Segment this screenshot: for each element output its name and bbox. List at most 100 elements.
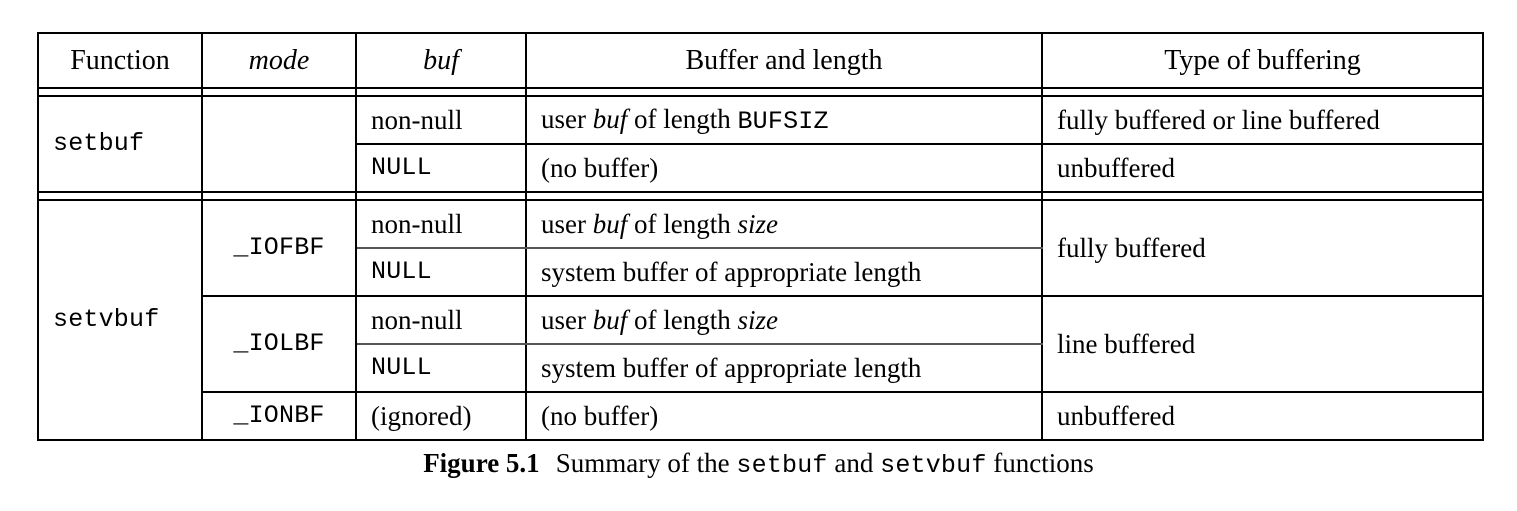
mode-value-iolbf: _IOLBF	[233, 329, 325, 358]
header-cell-function: Function	[37, 33, 203, 88]
function-name-setbuf: setbuf	[53, 129, 145, 158]
rule-segment	[1041, 87, 1484, 97]
cell-buf-non-null: non-null	[355, 296, 527, 345]
figure-caption-label: Figure 5.1	[423, 448, 540, 478]
cell-buffer-and-length: user buf of length size	[525, 296, 1043, 345]
buf-value-non-null: non-null	[371, 304, 463, 335]
rule-segment	[37, 191, 203, 201]
buffering-type-value: fully buffered or line buffered	[1057, 104, 1380, 135]
cell-buffer-and-length: user buf of length size	[525, 200, 1043, 249]
text-buf-italic: buf	[592, 208, 628, 239]
cell-type-of-buffering: unbuffered	[1041, 392, 1484, 440]
table-row: setbuf non-null user buf of length BUFSI…	[37, 96, 1484, 192]
buffer-description: (no buffer)	[541, 152, 659, 183]
table-row: _IONBF (ignored) (no buffer) unbuffered	[38, 392, 1484, 440]
buf-value-null: NULL	[371, 257, 432, 286]
table-row: setvbuf _IOFBF non-null user buf of leng…	[37, 200, 1484, 440]
section-double-rule	[37, 191, 1484, 201]
buffer-description: user buf of length size	[527, 305, 1041, 335]
caption-mono-setvbuf: setvbuf	[880, 451, 987, 480]
cell-buffer-and-length: (no buffer)	[525, 392, 1043, 440]
cell-buffer-and-length: user buf of length BUFSIZ	[525, 96, 1043, 145]
cell-function-setvbuf: setvbuf	[37, 200, 203, 440]
text-buf-italic: buf	[592, 304, 628, 335]
mode-value-ionbf: _IONBF	[233, 401, 325, 430]
cell-buf-ignored: (ignored)	[355, 392, 527, 440]
header-cell-buffer-and-length: Buffer and length	[525, 33, 1043, 88]
cell-buffer-and-length: system buffer of appropriate length	[525, 344, 1043, 393]
buffer-description: system buffer of appropriate length	[541, 352, 922, 383]
buffering-type-value: fully buffered	[1057, 232, 1206, 263]
text-buf-italic: buf	[592, 104, 628, 134]
buffering-type-value: line buffered	[1057, 328, 1196, 359]
cell-type-of-buffering: fully buffered	[1041, 200, 1484, 297]
cell-function-setbuf: setbuf	[37, 96, 203, 192]
header-label-buf: buf	[423, 44, 459, 76]
setbuf-setvbuf-summary-table: Function mode buf Buffer and length Type…	[37, 32, 1484, 441]
cell-buffer-and-length: system buffer of appropriate length	[525, 248, 1043, 297]
header-double-rule	[37, 87, 1484, 97]
text-of-length: of length	[634, 208, 731, 239]
cell-buf-null: NULL	[355, 144, 527, 192]
header-cell-mode: mode	[201, 33, 357, 88]
caption-mono-setbuf: setbuf	[736, 451, 828, 480]
rule-segment	[201, 191, 357, 201]
table-row: NULL system buffer of appropriate length	[38, 248, 1483, 297]
buf-value-null: NULL	[371, 353, 432, 382]
table-row: NULL (no buffer) unbuffered	[38, 144, 1484, 192]
text-of-length: of length	[634, 304, 731, 335]
text-user: user	[541, 304, 586, 335]
rule-segment	[37, 87, 203, 97]
cell-buf-null: NULL	[355, 248, 527, 297]
header-cell-buf: buf	[355, 33, 527, 88]
header-label-mode: mode	[248, 44, 310, 76]
buffer-description: (no buffer)	[541, 400, 659, 431]
function-name-setvbuf: setvbuf	[53, 305, 160, 334]
buffering-type-value: unbuffered	[1057, 152, 1175, 183]
text-size-italic: size	[737, 304, 778, 335]
text-size-italic: size	[737, 208, 778, 239]
rule-segment	[201, 87, 357, 97]
header-cell-type-of-buffering: Type of buffering	[1041, 33, 1484, 88]
header-label-function: Function	[70, 44, 170, 76]
cell-buf-non-null: non-null	[355, 96, 527, 145]
buffer-description: user buf of length BUFSIZ	[527, 104, 1041, 136]
cell-type-of-buffering: line buffered	[1041, 296, 1484, 393]
cell-type-of-buffering: fully buffered or line buffered	[1041, 96, 1484, 145]
header-label-buffer-and-length: Buffer and length	[685, 44, 883, 76]
cell-mode-ionbf: _IONBF	[201, 392, 357, 440]
cell-mode-iolbf: _IOLBF	[201, 296, 357, 393]
buf-value-null: NULL	[371, 153, 432, 182]
table-header-row: Function mode buf Buffer and length Type…	[37, 33, 1484, 88]
buffer-description: system buffer of appropriate length	[541, 256, 922, 287]
rule-segment	[355, 87, 527, 97]
cell-type-of-buffering: unbuffered	[1041, 144, 1484, 192]
header-label-type-of-buffering: Type of buffering	[1164, 44, 1361, 76]
mode-value-iofbf: _IOFBF	[233, 233, 325, 262]
buf-value-non-null: non-null	[371, 208, 463, 239]
rule-segment	[525, 87, 1043, 97]
buffer-description: user buf of length size	[527, 209, 1041, 239]
text-bufsiz-mono: BUFSIZ	[737, 107, 829, 136]
text-of-length: of length	[634, 104, 731, 134]
cell-buf-non-null: non-null	[355, 200, 527, 249]
table-row: _IOLBF non-null user buf of length size …	[38, 296, 1484, 393]
table-row: NULL system buffer of appropriate length	[38, 344, 1483, 393]
rule-segment	[355, 191, 527, 201]
figure-caption: Figure 5.1 Summary of the setbuf and setv…	[0, 448, 1517, 480]
text-user: user	[541, 208, 586, 239]
caption-text-part-1: Summary of the	[555, 448, 730, 478]
rule-segment	[525, 191, 1043, 201]
text-user: user	[541, 104, 586, 134]
figure-container: Function mode buf Buffer and length Type…	[37, 32, 1484, 441]
caption-text-part-2: and	[834, 448, 874, 478]
cell-mode-empty-setbuf	[201, 96, 357, 192]
cell-mode-iofbf: _IOFBF	[201, 200, 357, 297]
buffering-type-value: unbuffered	[1057, 400, 1175, 431]
buf-value-ignored: (ignored)	[371, 400, 472, 431]
buf-value-non-null: non-null	[371, 104, 463, 135]
cell-buffer-and-length: (no buffer)	[525, 144, 1043, 192]
caption-text-part-3: functions	[993, 448, 1094, 478]
rule-segment	[1041, 191, 1484, 201]
cell-buf-null: NULL	[355, 344, 527, 393]
